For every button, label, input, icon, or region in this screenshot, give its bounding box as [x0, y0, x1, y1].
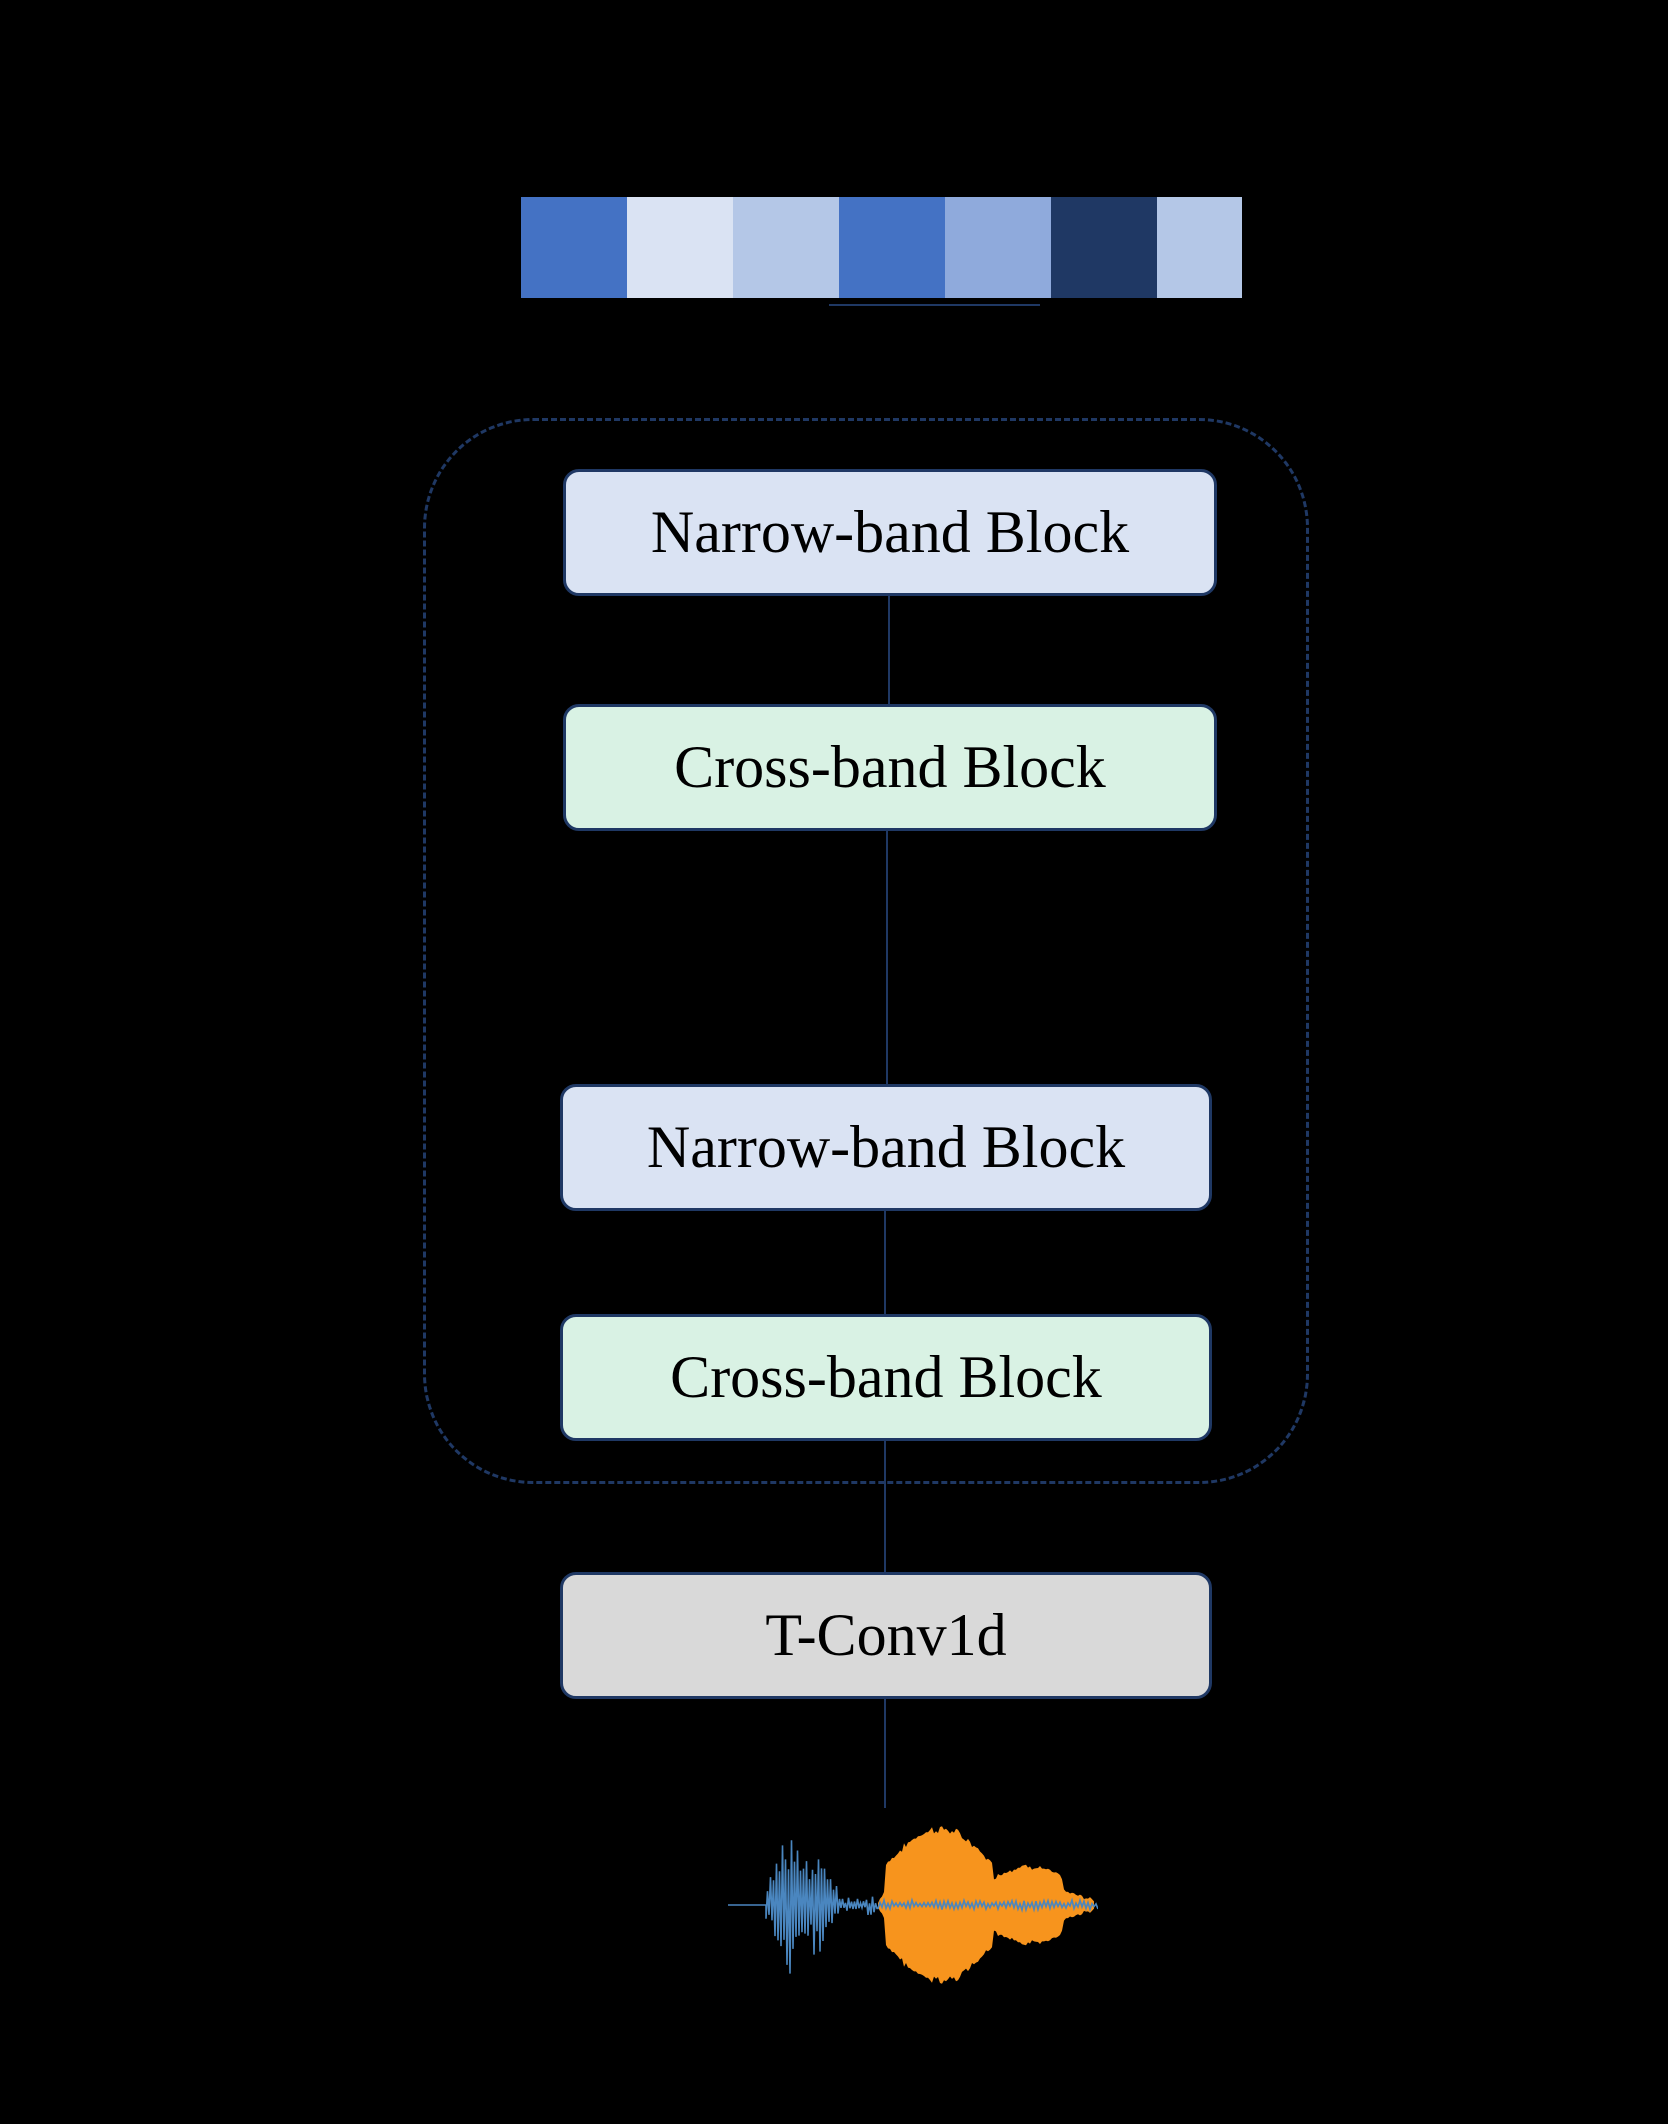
cross-band-block-1-label: Cross-band Block — [674, 734, 1106, 800]
strip-cell — [627, 197, 733, 298]
connector-line — [884, 1696, 886, 1808]
waveform-orange-segment — [878, 1826, 1094, 1984]
strip-cell — [1051, 197, 1157, 298]
waveform-icon — [728, 1826, 1098, 1984]
connector-line — [884, 1438, 886, 1573]
waveform-blue-segment — [728, 1840, 1098, 1974]
narrow-band-block-1: Narrow-band Block — [563, 469, 1217, 596]
cross-band-block-2: Cross-band Block — [560, 1314, 1212, 1441]
strip-cell — [839, 197, 945, 298]
connector-line — [886, 830, 888, 1085]
narrow-band-block-2: Narrow-band Block — [560, 1084, 1212, 1211]
strip-underline — [829, 304, 1040, 306]
cross-band-block-1: Cross-band Block — [563, 704, 1217, 831]
connector-line — [888, 595, 890, 707]
t-conv1d-block: T-Conv1d — [560, 1572, 1212, 1699]
strip-cell — [733, 197, 839, 298]
cross-band-block-2-label: Cross-band Block — [670, 1344, 1102, 1410]
connector-line — [884, 1208, 886, 1318]
repeated-blocks-group — [423, 418, 1309, 1484]
waveform-orange-area — [878, 1826, 1094, 1984]
narrow-band-block-2-label: Narrow-band Block — [646, 1114, 1126, 1180]
narrow-band-block-1-label: Narrow-band Block — [650, 499, 1130, 565]
embedding-strip — [521, 197, 1242, 298]
strip-cell — [945, 197, 1051, 298]
t-conv1d-block-label: T-Conv1d — [765, 1602, 1007, 1668]
waveform-blue-trace — [728, 1840, 1098, 1974]
strip-cell — [1157, 197, 1242, 298]
strip-cell — [521, 197, 627, 298]
